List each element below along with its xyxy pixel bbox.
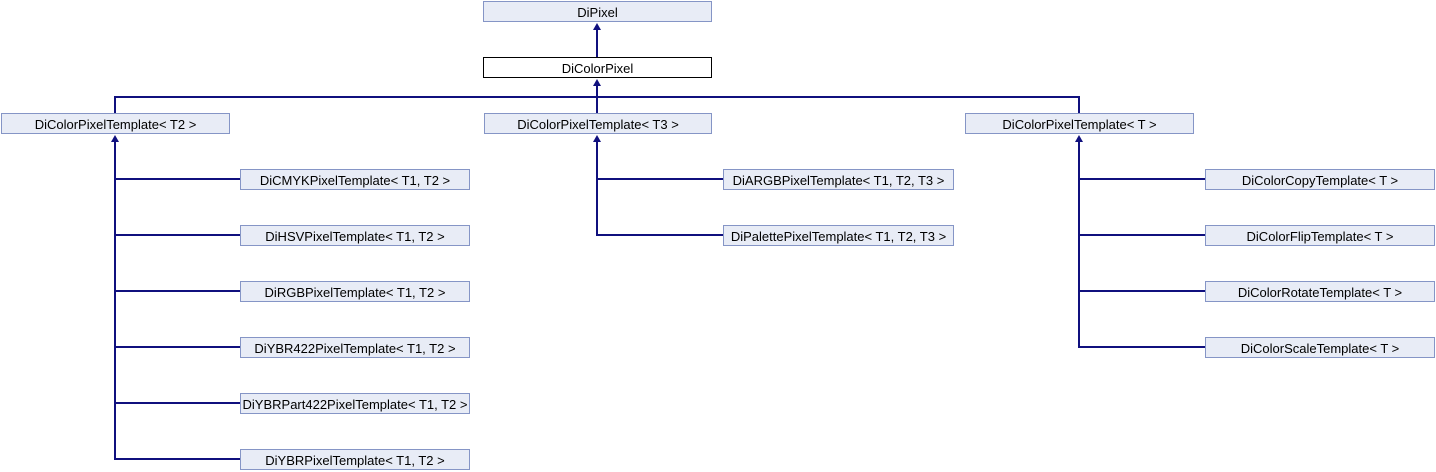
edge-line — [596, 234, 723, 236]
class-node-dirgbpixeltemplate-t1-t2[interactable]: DiRGBPixelTemplate< T1, T2 > — [240, 281, 470, 302]
class-node-dicolorpixeltemplate-t3[interactable]: DiColorPixelTemplate< T3 > — [484, 113, 712, 134]
edge-line — [114, 402, 240, 404]
class-node-dicmykpixeltemplate-t1-t2[interactable]: DiCMYKPixelTemplate< T1, T2 > — [240, 169, 470, 190]
edge-line — [1078, 290, 1205, 292]
class-node-diybrpart422pixeltemplate-t1-t2[interactable]: DiYBRPart422PixelTemplate< T1, T2 > — [240, 393, 470, 414]
class-node-dicolorcopytemplate-t[interactable]: DiColorCopyTemplate< T > — [1205, 169, 1435, 190]
edge-line — [1078, 96, 1080, 113]
edge-line — [596, 29, 598, 57]
inheritance-arrowhead-icon — [593, 79, 601, 86]
class-node-dihsvpixeltemplate-t1-t2[interactable]: DiHSVPixelTemplate< T1, T2 > — [240, 225, 470, 246]
edge-line — [114, 290, 240, 292]
edge-line — [114, 96, 116, 113]
edge-line — [114, 234, 240, 236]
class-node-dipalettepixeltemplate-t1-t2-t3[interactable]: DiPalettePixelTemplate< T1, T2, T3 > — [723, 225, 954, 246]
edge-line — [114, 346, 240, 348]
edge-line — [1078, 178, 1205, 180]
edge-line — [1078, 234, 1205, 236]
inheritance-arrowhead-icon — [1075, 135, 1083, 142]
inheritance-arrowhead-icon — [593, 23, 601, 30]
class-node-dicolorpixel: DiColorPixel — [483, 57, 712, 78]
class-node-dicolorpixeltemplate-t[interactable]: DiColorPixelTemplate< T > — [965, 113, 1194, 134]
class-node-diybr422pixeltemplate-t1-t2[interactable]: DiYBR422PixelTemplate< T1, T2 > — [240, 337, 470, 358]
edge-line — [114, 140, 116, 460]
edge-line — [596, 178, 723, 180]
class-node-dicolorscaletemplate-t[interactable]: DiColorScaleTemplate< T > — [1205, 337, 1435, 358]
edge-line — [1078, 346, 1205, 348]
inheritance-arrowhead-icon — [111, 135, 119, 142]
class-node-dicolorrotatetemplate-t[interactable]: DiColorRotateTemplate< T > — [1205, 281, 1435, 302]
class-node-dicolorpixeltemplate-t2[interactable]: DiColorPixelTemplate< T2 > — [1, 113, 230, 134]
edge-line — [114, 96, 1080, 98]
edge-line — [114, 458, 240, 460]
edge-line — [596, 84, 598, 113]
edge-line — [596, 140, 598, 236]
edge-line — [1078, 140, 1080, 348]
inheritance-arrowhead-icon — [593, 135, 601, 142]
class-node-diybrpixeltemplate-t1-t2[interactable]: DiYBRPixelTemplate< T1, T2 > — [240, 449, 470, 470]
class-node-dipixel[interactable]: DiPixel — [483, 1, 712, 22]
edge-line — [114, 178, 240, 180]
class-node-diargbpixeltemplate-t1-t2-t3[interactable]: DiARGBPixelTemplate< T1, T2, T3 > — [723, 169, 954, 190]
class-node-dicolorfliptemplate-t[interactable]: DiColorFlipTemplate< T > — [1205, 225, 1435, 246]
